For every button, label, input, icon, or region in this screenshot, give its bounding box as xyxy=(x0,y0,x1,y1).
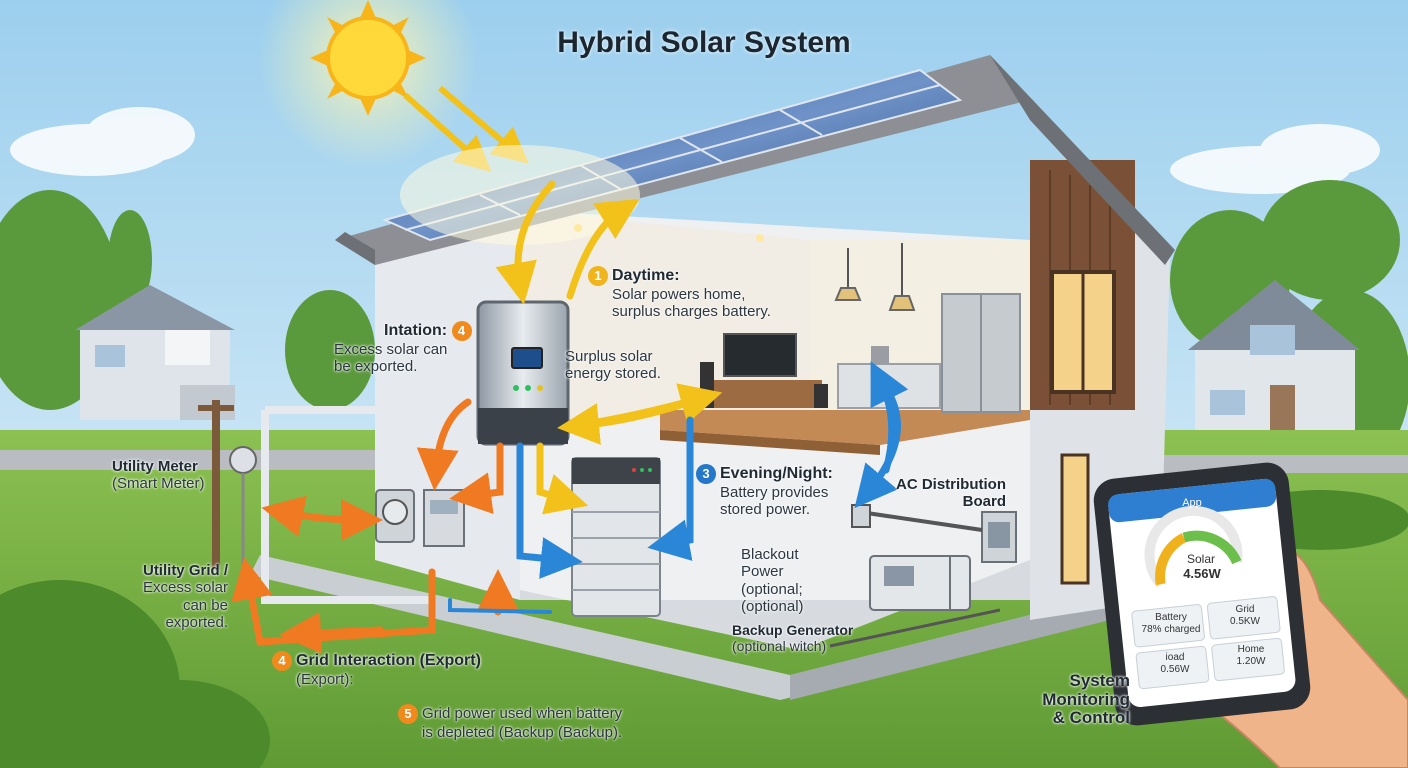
phone-app-title: App xyxy=(1182,497,1202,509)
step-badge: 5 xyxy=(398,704,418,724)
ac-distribution-board-label: AC Distribution Board xyxy=(896,476,1006,511)
surplus-label: Surplus solar energy stored. xyxy=(565,348,661,383)
backup-generator xyxy=(869,555,971,611)
utility-meter xyxy=(375,489,465,547)
phone-gauge-value: 4.56W xyxy=(1183,566,1221,581)
phone-gauge-label: Solar xyxy=(1186,552,1215,566)
backup-generator-label: Backup Generator (optional witch) xyxy=(732,622,854,655)
phone-tile-grid[interactable]: Grid 0.5KW xyxy=(1229,604,1260,627)
system-monitoring-label: System Monitoring & Control xyxy=(1042,671,1130,728)
step-badge: 1 xyxy=(588,266,608,286)
battery-stack xyxy=(571,457,661,617)
hand-holding-phone xyxy=(1093,462,1408,768)
phone-tile-battery[interactable]: Battery 78% charged xyxy=(1141,612,1201,635)
step-badge: 4 xyxy=(272,651,292,671)
utility-grid-label: Utility Grid / Excess solar can be expor… xyxy=(142,562,228,631)
hybrid-inverter xyxy=(476,300,570,446)
phone-tile-load[interactable]: ioad 0.56W xyxy=(1160,652,1190,675)
intation-label: Intation: 4 Excess solar can be exported… xyxy=(334,321,476,376)
step-badge: 4 xyxy=(451,321,472,341)
phone-tile-home[interactable]: Home 1.20W xyxy=(1236,644,1266,667)
utility-meter-label: Utility Meter (Smart Meter) xyxy=(112,458,205,493)
step-badge: 3 xyxy=(696,464,716,484)
sun-icon xyxy=(258,0,478,168)
blackout-power-label: Blackout Power (optional; (optional) xyxy=(741,546,804,615)
diagram-title: Hybrid Solar System xyxy=(557,26,851,59)
